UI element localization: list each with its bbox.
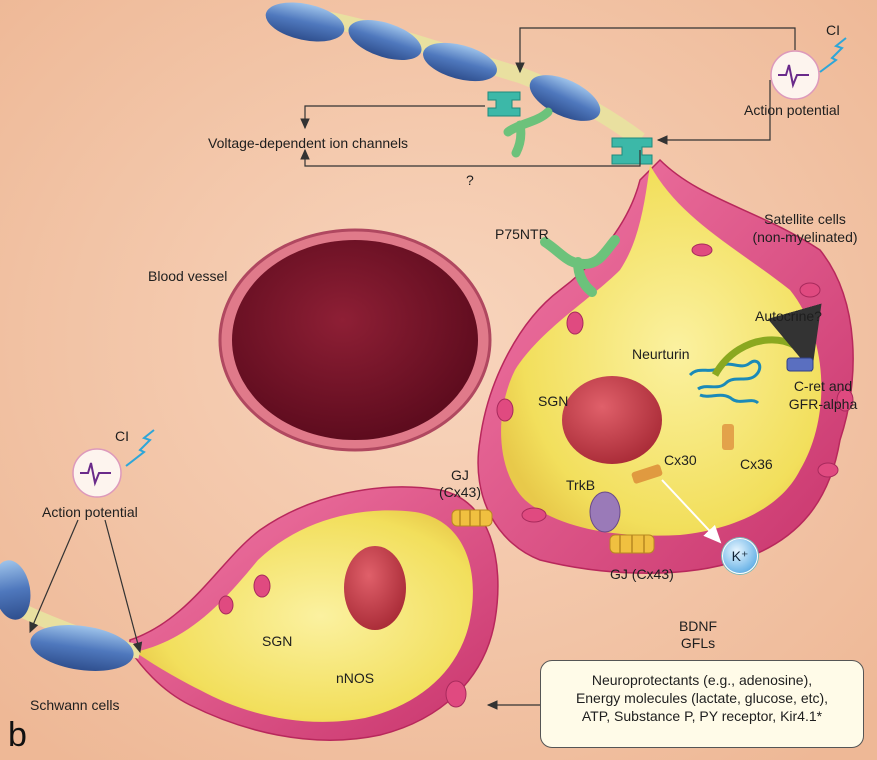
ci-label-left: CI — [115, 428, 129, 445]
voltage-channels-label: Voltage-dependent ion channels — [208, 135, 408, 152]
autocrine-label: Autocrine? — [755, 308, 822, 325]
blood-vessel-label: Blood vessel — [148, 268, 227, 285]
neurturin-label: Neurturin — [632, 346, 690, 363]
box-line-2: Energy molecules (lactate, glucose, etc)… — [547, 689, 857, 707]
gj-left-label-2: (Cx43) — [430, 484, 490, 501]
action-potential-label-left: Action potential — [42, 504, 138, 521]
box-line-3: ATP, Substance P, PY receptor, Kir4.1* — [547, 707, 857, 725]
gj-bottom-label: GJ (Cx43) — [610, 566, 674, 583]
sgn-lower-label: SGN — [262, 633, 292, 650]
action-potential-label-top: Action potential — [744, 102, 840, 119]
gj-left-label-1: GJ — [430, 467, 490, 484]
trkb-label: TrkB — [566, 477, 595, 494]
ci-label-top: CI — [826, 22, 840, 39]
gap-junction-left — [452, 510, 492, 526]
potassium-ion-badge: K⁺ — [722, 538, 758, 574]
cx36-label: Cx36 — [740, 456, 773, 473]
gap-junction-bottom — [610, 535, 654, 553]
p75ntr-label: P75NTR — [495, 226, 549, 243]
blood-vessel-lumen — [232, 240, 478, 440]
bdnf-label: BDNF — [668, 618, 728, 635]
cret-label-1: C-ret and — [778, 378, 868, 395]
satellite-label-1: Satellite cells — [740, 211, 870, 228]
gfls-label: GFLs — [668, 635, 728, 652]
question-mark-label: ? — [466, 172, 474, 189]
cret-label-2: GFR-alpha — [778, 396, 868, 413]
box-line-1: Neuroprotectants (e.g., adenosine), — [547, 671, 857, 689]
satellite-label-2: (non-myelinated) — [740, 229, 870, 246]
cret-receptor — [787, 358, 813, 371]
cx30-label: Cx30 — [664, 452, 697, 469]
upper-nucleus — [562, 376, 662, 464]
panel-letter: b — [8, 716, 27, 755]
lower-nucleus — [344, 546, 406, 630]
schwann-cells-label: Schwann cells — [30, 697, 120, 714]
neuroprotectants-box: Neuroprotectants (e.g., adenosine), Ener… — [540, 660, 864, 748]
cx36-channel — [722, 424, 734, 450]
nnos-label: nNOS — [336, 670, 374, 687]
sgn-upper-label: SGN — [538, 393, 568, 410]
trkb-receptor — [590, 492, 620, 532]
